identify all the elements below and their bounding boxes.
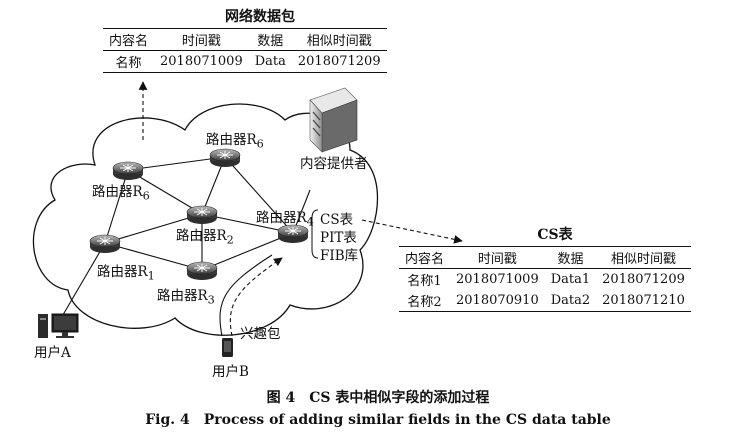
router-r6-top-icon	[209, 148, 241, 167]
interest-packet-arrow	[229, 257, 283, 337]
user-b-phone-icon	[222, 338, 233, 357]
interest-packet-label: 兴趣包	[240, 326, 281, 342]
caption-en: Fig. 4 Process of adding similar fields …	[145, 412, 611, 428]
router-r4-label: 路由器R4	[256, 210, 314, 229]
content-provider-server-icon	[309, 87, 358, 153]
router-r3-label: 路由器R3	[157, 288, 215, 307]
user-b-link	[219, 254, 273, 337]
r4-fib-label: FIB库	[320, 248, 359, 264]
table-row: 名称 2018071009 Data 2018071209	[115, 54, 381, 71]
router-r6-left-icon	[112, 161, 144, 180]
user-b-label: 用户B	[212, 364, 249, 380]
cs-table: 内容名 时间戳 数据 相似时间戳 名称1 2018071009 Data1 20…	[399, 246, 691, 312]
router-r6-left-label: 路由器R6	[92, 184, 150, 203]
packet-col-content-name: 内容名	[103, 28, 155, 51]
cs-col-data: 数据	[544, 246, 597, 269]
router-r3-icon	[186, 261, 218, 280]
caption-zh: 图 4 CS 表中相似字段的添加过程	[266, 390, 490, 406]
packet-table: 内容名 时间戳 数据 相似时间戳 名称 2018071009 Data 2018…	[103, 28, 387, 73]
network-cloud	[32, 103, 379, 336]
table-row: 名称1 2018071009 Data1 2018071209	[407, 272, 685, 289]
router-r2-icon	[186, 205, 218, 224]
r4-tables-bracket	[311, 209, 319, 259]
packet-col-timestamp: 时间戳	[154, 28, 249, 51]
r4-pit-table-label: PIT表	[320, 230, 357, 246]
router-r1-label: 路由器R1	[97, 264, 155, 283]
router-r2-label: 路由器R2	[176, 228, 234, 247]
r4-cs-table-label: CS表	[320, 212, 354, 228]
user-a-computer-icon	[38, 313, 79, 338]
table-row: 名称2 2018070910 Data2 2018071210	[407, 293, 685, 310]
cs-col-timestamp: 时间戳	[450, 246, 545, 269]
cs-col-content-name: 内容名	[399, 246, 451, 269]
cs-col-similar-timestamp: 相似时间戳	[596, 246, 691, 269]
cs-table-title: CS表	[537, 227, 573, 243]
packet-col-similar-timestamp: 相似时间戳	[291, 28, 387, 51]
router-r4-icon	[277, 224, 309, 243]
packet-col-data: 数据	[248, 28, 292, 51]
user-a-label: 用户A	[34, 345, 71, 361]
cs-table-arrow	[361, 219, 463, 244]
router-r1-icon	[89, 234, 121, 253]
router-r6-top-label: 路由器R6	[206, 132, 264, 151]
packet-table-title: 网络数据包	[225, 9, 295, 25]
content-provider-label: 内容提供者	[300, 156, 368, 172]
